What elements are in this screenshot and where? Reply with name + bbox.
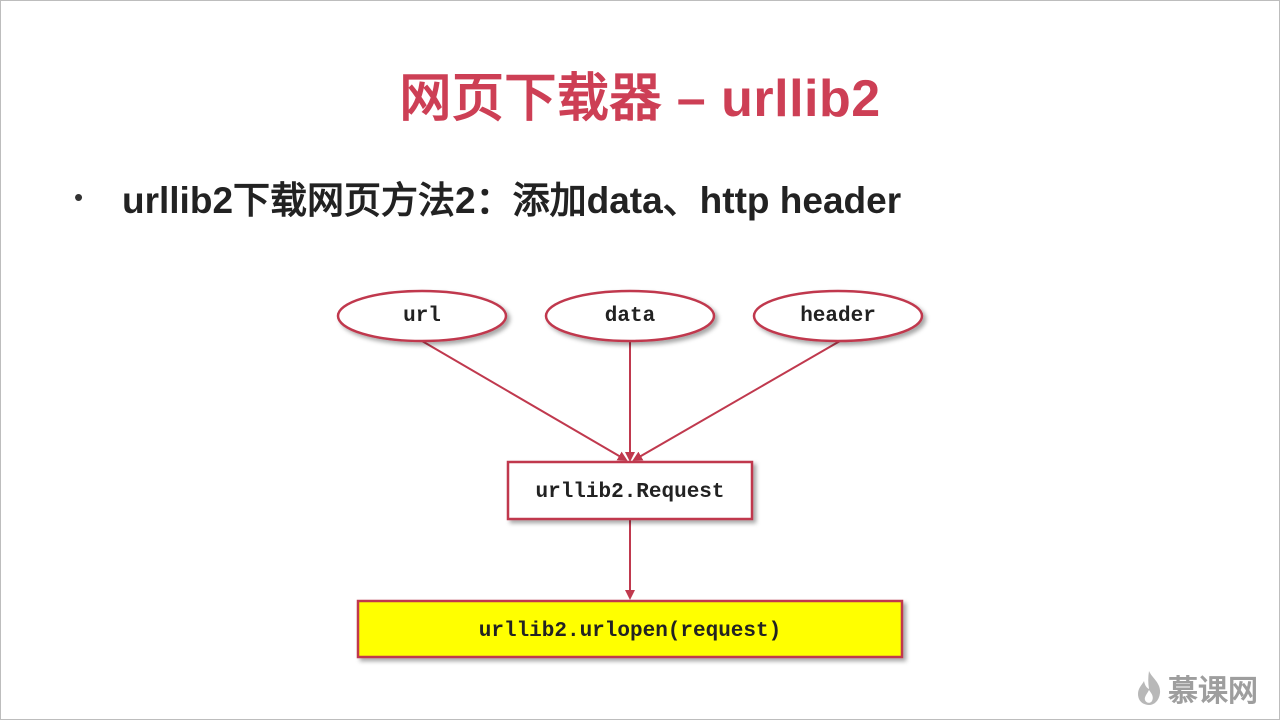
node-url-label: url [403,305,441,328]
node-header-label: header [800,305,876,328]
edge-header-to-request [632,340,841,462]
watermark: 慕课网 [1136,666,1258,710]
node-data: data [544,289,716,343]
bullet-item: • urllib2下载网页方法2：添加data、http header [74,172,901,222]
slide-title: 网页下载器 – urllib2 [399,70,881,128]
bullet-dot-icon: • [74,181,84,212]
node-urlopen: urllib2.urlopen(request) [356,599,904,659]
flame-logo-icon [1138,671,1161,705]
node-header: header [752,289,924,343]
node-urlopen-label: urllib2.urlopen(request) [479,620,781,643]
node-request: urllib2.Request [506,460,754,521]
edge-url-to-request [421,340,628,462]
node-url: url [336,289,508,343]
bullet-text: urllib2下载网页方法2：添加data、http header [122,180,902,221]
node-data-label: data [605,305,656,328]
node-request-label: urllib2.Request [535,481,724,504]
watermark-text: 慕课网 [1168,674,1258,709]
